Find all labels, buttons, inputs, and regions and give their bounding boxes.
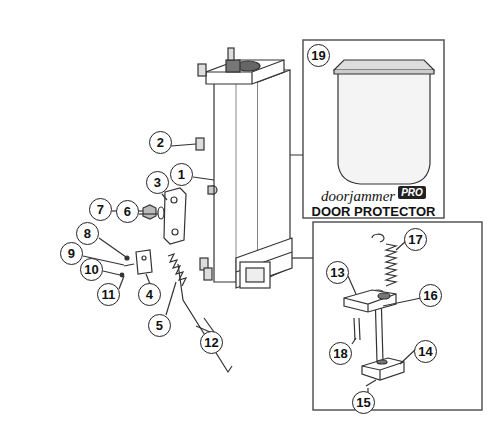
callout-number: 16 [419, 284, 442, 307]
callout-number: 4 [138, 283, 161, 306]
callout-number: 13 [326, 261, 349, 284]
brand-logo: PRO [398, 186, 426, 199]
callout-number: 7 [89, 198, 112, 221]
callout-number: 9 [60, 242, 83, 265]
callout-number: 3 [146, 171, 169, 194]
callout-number: 10 [80, 258, 103, 281]
callout-number: 5 [148, 314, 171, 337]
callout-number: 11 [97, 283, 120, 306]
inset-panel: doorjammerPRO DOOR PROTECTOR [303, 40, 444, 218]
callout-number: 1 [170, 163, 193, 186]
callout-number: 6 [116, 200, 139, 223]
callout-number: 15 [352, 391, 375, 414]
callout-number: 14 [414, 340, 437, 363]
callout-number: 17 [404, 228, 427, 251]
callout-number: 8 [76, 222, 99, 245]
product-name: DOOR PROTECTOR [312, 204, 436, 219]
callout-number: 18 [329, 342, 352, 365]
callout-number: 12 [200, 331, 223, 354]
callout-number: 19 [307, 44, 330, 67]
callout-number: 2 [149, 131, 172, 154]
brand-logo: doorjammer [321, 188, 395, 205]
